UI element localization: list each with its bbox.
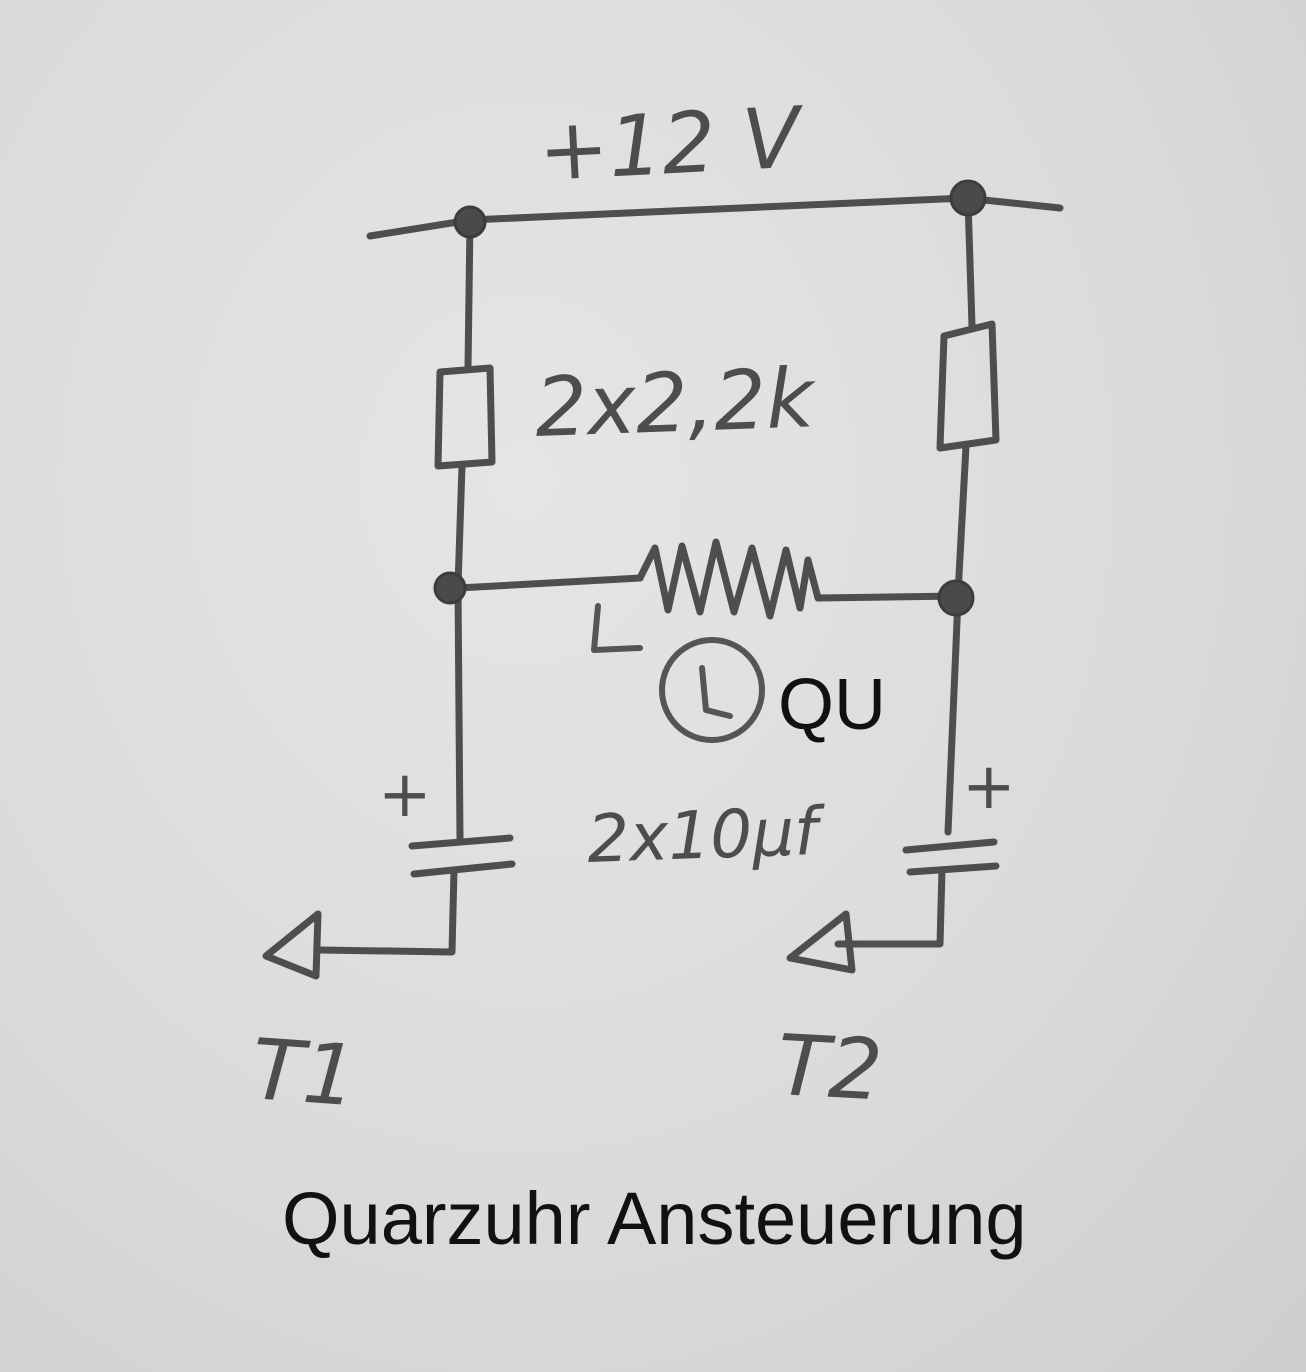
right-wire-top xyxy=(964,196,976,330)
coil-label: QU xyxy=(778,665,886,745)
left-resistor xyxy=(434,364,496,470)
coil-wire-right xyxy=(814,592,962,602)
capacitor-plus-right: + xyxy=(962,750,1016,824)
clock-icon xyxy=(659,637,765,743)
junction-node-top-right xyxy=(949,179,987,217)
t1-arrow xyxy=(262,910,322,980)
terminal-t1-label: T1 xyxy=(249,1020,360,1125)
right-resistor xyxy=(936,320,1000,452)
left-wire-low xyxy=(454,584,464,842)
left-wire-mid xyxy=(454,462,466,590)
right-capacitor-top-plate xyxy=(902,838,998,854)
coil-marker xyxy=(591,603,643,653)
terminal-t2-label: T2 xyxy=(775,1016,885,1119)
right-wire-mid xyxy=(954,442,970,598)
junction-node-mid-left xyxy=(433,571,467,605)
left-capacitor-lead xyxy=(316,866,458,956)
right-capacitor-lead xyxy=(834,866,946,948)
left-capacitor-bottom-plate xyxy=(410,860,516,878)
junction-node-top-left xyxy=(453,205,487,239)
page-caption: Quarzuhr Ansteuerung xyxy=(282,1177,1027,1260)
coil-winding xyxy=(636,538,822,620)
left-capacitor-top-plate xyxy=(408,834,514,850)
capacitor-value-label: 2x10µf xyxy=(586,793,828,878)
capacitor-plus-left: + xyxy=(378,758,432,832)
right-capacitor-bottom-plate xyxy=(906,862,1000,876)
resistor-value-label: 2x2,2k xyxy=(533,351,818,456)
t2-arrow xyxy=(786,910,856,974)
right-wire-low xyxy=(944,594,962,836)
supply-rail xyxy=(366,194,1064,240)
coil-wire-left xyxy=(454,574,644,592)
junction-node-mid-right xyxy=(937,579,975,617)
left-wire-top xyxy=(464,218,474,372)
supply-voltage-label: +12 V xyxy=(536,88,808,200)
